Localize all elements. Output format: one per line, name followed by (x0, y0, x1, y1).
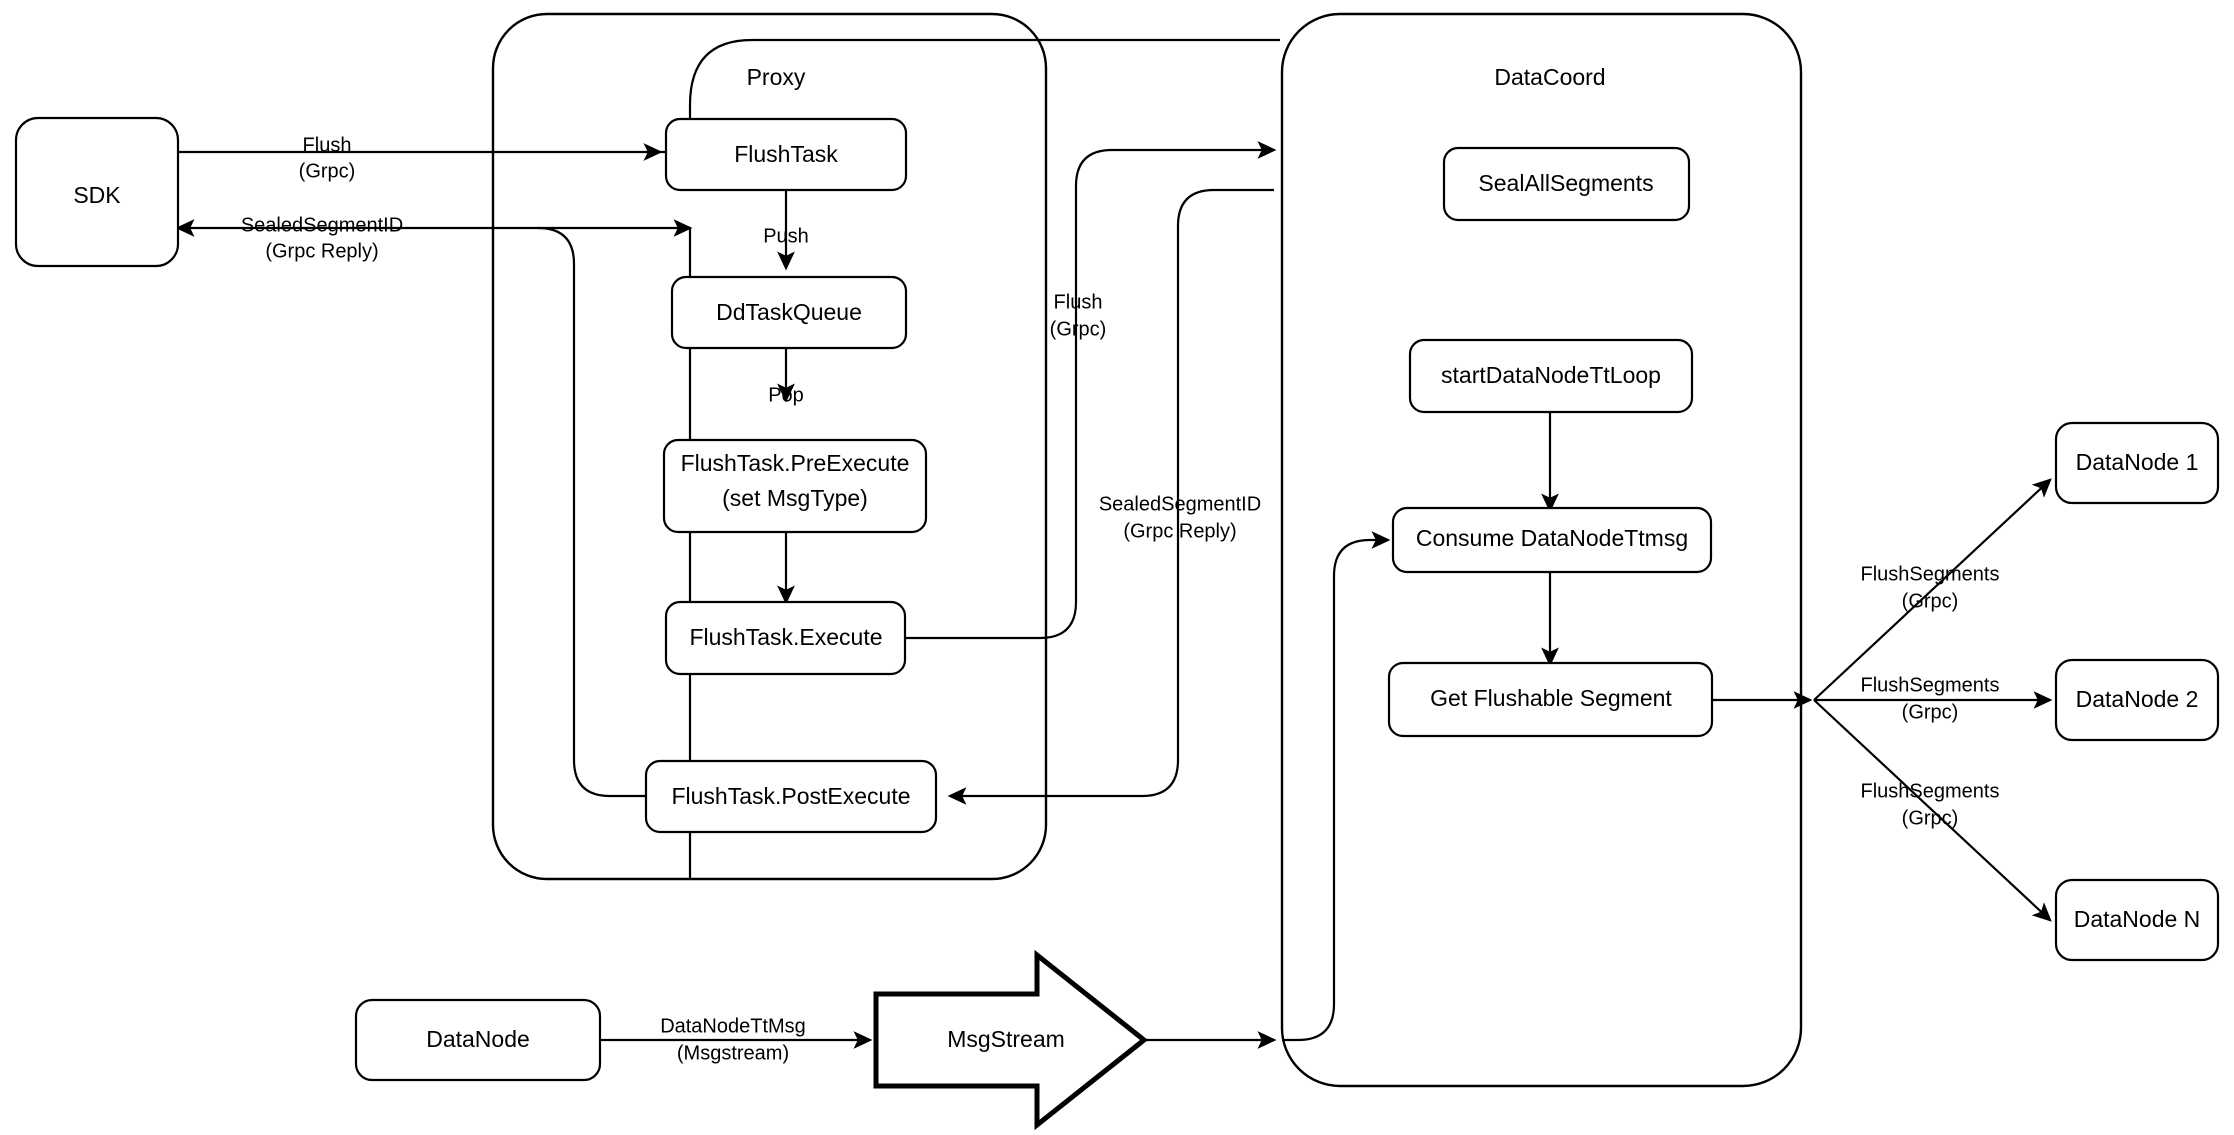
postexecute-box[interactable] (644, 759, 938, 834)
node-consume-datanode-ttmsg[interactable]: Consume DataNodeTtmsg (1391, 506, 1713, 574)
execute-label: FlushTask.Execute (689, 624, 882, 650)
preexecute-label-line2: (set MsgType) (722, 485, 868, 511)
node-flush-task-execute[interactable]: FlushTask.Execute (664, 600, 907, 676)
start-datanode-ttloop-box[interactable] (1408, 338, 1694, 414)
proxy-container-label: Proxy (747, 64, 806, 90)
preexecute-box[interactable] (662, 438, 928, 534)
datanode-2-box[interactable] (2054, 658, 2220, 742)
edge-execute-to-sealallsegments (905, 141, 1277, 640)
msgstream-label: MsgStream (947, 1026, 1065, 1052)
node-flush-task[interactable]: FlushTask (664, 117, 908, 192)
datanode-bottom-box[interactable] (354, 998, 602, 1082)
datanode-2-label: DataNode 2 (2076, 686, 2199, 712)
edge-postexecute-to-sdk-sealedsegmentid (175, 219, 646, 798)
node-datanode-n[interactable]: DataNode N (2054, 878, 2220, 962)
edge-label-sealedsegmentid-sdk-l1: SealedSegmentID (241, 214, 403, 236)
node-seal-all-segments[interactable]: SealAllSegments (1442, 146, 1691, 222)
seal-all-segments-box[interactable] (1442, 146, 1691, 222)
edge-junction-to-datanode-n (1813, 699, 2052, 922)
datacoord-container-outline (1280, 12, 1803, 1088)
datanode-n-box[interactable] (2054, 878, 2220, 962)
datanode-1-label: DataNode 1 (2076, 449, 2199, 475)
datanode-bottom-label: DataNode (426, 1026, 530, 1052)
node-datanode-bottom[interactable]: DataNode (354, 998, 602, 1082)
container-proxy: Proxy (491, 12, 1048, 881)
sdk-box[interactable] (14, 116, 180, 268)
datacoord-container-label: DataCoord (1494, 64, 1605, 90)
node-flush-task-postexecute[interactable]: FlushTask.PostExecute (644, 759, 938, 834)
edge-sealallsegments-to-postexecute (947, 188, 1274, 805)
edge-label-flushsegments-n-l2: (Grpc) (1902, 807, 1959, 829)
node-sdk[interactable]: SDK (14, 116, 180, 268)
consume-datanode-ttmsg-box[interactable] (1391, 506, 1713, 574)
edge-label-flushsegments-n-l1: FlushSegments (1861, 780, 2000, 802)
node-get-flushable-segment[interactable]: Get Flushable Segment (1387, 661, 1714, 738)
edge-label-sealedsegmentid-sdk-l2: (Grpc Reply) (265, 240, 378, 262)
edge-label-pop: Pop (768, 384, 804, 406)
edge-label-datanodettmsg-l1: DataNodeTtMsg (660, 1015, 806, 1037)
edge-label-proxy-coord-flush-l2: (Grpc) (1050, 318, 1107, 340)
seal-all-segments-label: SealAllSegments (1478, 170, 1653, 196)
edge-label-flush-l2: (Grpc) (299, 160, 356, 182)
node-datanode-1[interactable]: DataNode 1 (2054, 421, 2220, 505)
execute-box[interactable] (664, 600, 907, 676)
get-flushable-segment-box[interactable] (1387, 661, 1714, 738)
dd-task-queue-label: DdTaskQueue (716, 299, 862, 325)
edge-label-flushsegments-2-l2: (Grpc) (1902, 701, 1959, 723)
node-msgstream[interactable]: MsgStream (873, 949, 1149, 1131)
node-datanode-2[interactable]: DataNode 2 (2054, 658, 2220, 742)
proxy-container-outline (491, 12, 1048, 881)
container-datacoord: DataCoord (1280, 12, 1803, 1088)
edge-proxy-trunk-up (688, 38, 1280, 152)
node-dd-task-queue[interactable]: DdTaskQueue (670, 275, 908, 350)
edge-label-coord-proxy-reply-l2: (Grpc Reply) (1123, 520, 1236, 542)
edge-label-flushsegments-1-l1: FlushSegments (1861, 563, 2000, 585)
node-start-datanode-ttloop[interactable]: startDataNodeTtLoop (1408, 338, 1694, 414)
msgstream-arrow-shape[interactable] (873, 949, 1149, 1131)
sdk-label: SDK (73, 182, 121, 208)
flush-task-label: FlushTask (734, 141, 838, 167)
get-flushable-segment-label: Get Flushable Segment (1430, 685, 1672, 711)
preexecute-label-line1: FlushTask.PreExecute (681, 450, 910, 476)
edge-label-flushsegments-1-l2: (Grpc) (1902, 590, 1959, 612)
consume-datanode-ttmsg-label: Consume DataNodeTtmsg (1416, 525, 1688, 551)
edge-label-coord-proxy-reply-l1: SealedSegmentID (1099, 493, 1261, 515)
datanode-n-label: DataNode N (2074, 906, 2201, 932)
dd-task-queue-box[interactable] (670, 275, 908, 350)
postexecute-label: FlushTask.PostExecute (671, 783, 910, 809)
flush-task-box[interactable] (664, 117, 908, 192)
edge-label-proxy-coord-flush-l1: Flush (1054, 291, 1103, 313)
edge-datacoord-boundary-to-consume (1282, 531, 1391, 1042)
edge-label-push: Push (763, 225, 809, 247)
edge-junction-to-datanode-1 (1813, 478, 2052, 701)
edge-label-flushsegments-2-l1: FlushSegments (1861, 674, 2000, 696)
edge-label-datanodettmsg-l2: (Msgstream) (677, 1042, 789, 1064)
node-flush-task-preexecute[interactable]: FlushTask.PreExecute (set MsgType) (662, 438, 928, 534)
start-datanode-ttloop-label: startDataNodeTtLoop (1441, 362, 1661, 388)
datanode-1-box[interactable] (2054, 421, 2220, 505)
edge-label-flush-l1: Flush (303, 134, 352, 156)
